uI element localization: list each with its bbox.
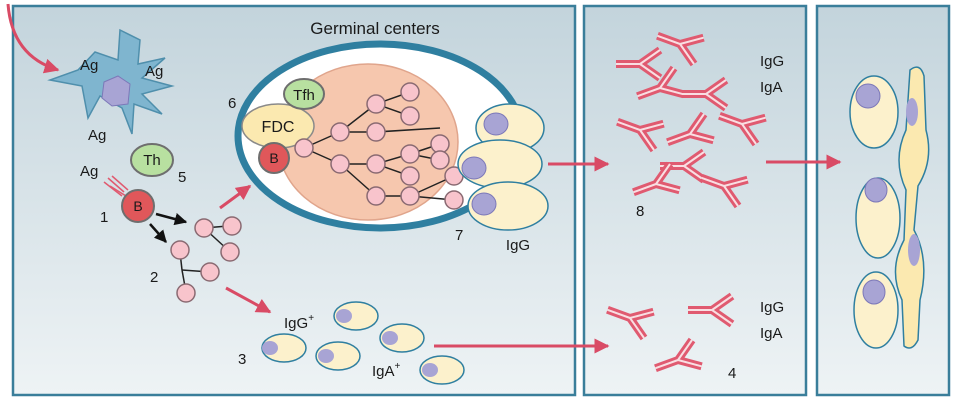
top-iga-label: IgA	[760, 79, 783, 96]
gc-output-label: IgG	[506, 237, 530, 254]
antigen-receptor-icon	[103, 175, 129, 197]
short-lived-plasma-cells	[261, 301, 465, 385]
dendritic-cell	[47, 28, 175, 135]
to-plasma-cells-arrow	[225, 286, 272, 314]
step-2: 2	[150, 269, 158, 286]
fdc-label: FDC	[262, 119, 295, 136]
top-igg-label: IgG	[760, 53, 784, 70]
gc-b-cell: B	[258, 142, 290, 174]
panel-antibodies	[582, 4, 808, 397]
germinal-center-lineage	[294, 82, 464, 210]
bottom-igg-label: IgG	[760, 299, 784, 316]
igg-plus-label: IgG+	[284, 313, 314, 332]
step-8: 8	[636, 203, 644, 220]
b-cell-label: B	[133, 198, 142, 214]
step-5: 5	[178, 169, 186, 186]
antigen-label: Ag	[80, 57, 98, 74]
step-3: 3	[238, 351, 246, 368]
antigen-label: Ag	[145, 63, 163, 80]
step-4: 4	[728, 365, 736, 382]
to-germinal-center-arrow	[219, 184, 252, 210]
gc-b-cell-label: B	[269, 150, 278, 166]
iga-plus-label: IgA+	[372, 361, 401, 380]
tfh-cell: Tfh	[283, 78, 325, 110]
page-title: Germinal centers	[310, 19, 439, 38]
incoming-arrow	[6, 3, 60, 74]
gc-plasma-cells	[457, 103, 549, 231]
bottom-iga-label: IgA	[760, 325, 783, 342]
th-cell: Th	[130, 143, 174, 177]
antigen-label: Ag	[88, 127, 106, 144]
step-7: 7	[455, 227, 463, 244]
b-cell: B	[121, 189, 155, 223]
th-cell-label: Th	[143, 152, 161, 169]
antigen-label: Ag	[80, 163, 98, 180]
proliferation-arrow	[155, 212, 188, 226]
long-lived-plasma-cells	[849, 66, 930, 349]
step-6: 6	[228, 95, 236, 112]
tfh-label: Tfh	[293, 87, 315, 104]
step-1: 1	[100, 209, 108, 226]
proliferating-b-cells	[170, 216, 242, 303]
fdc-cell: FDC	[241, 103, 315, 149]
proliferation-arrow	[149, 223, 167, 243]
